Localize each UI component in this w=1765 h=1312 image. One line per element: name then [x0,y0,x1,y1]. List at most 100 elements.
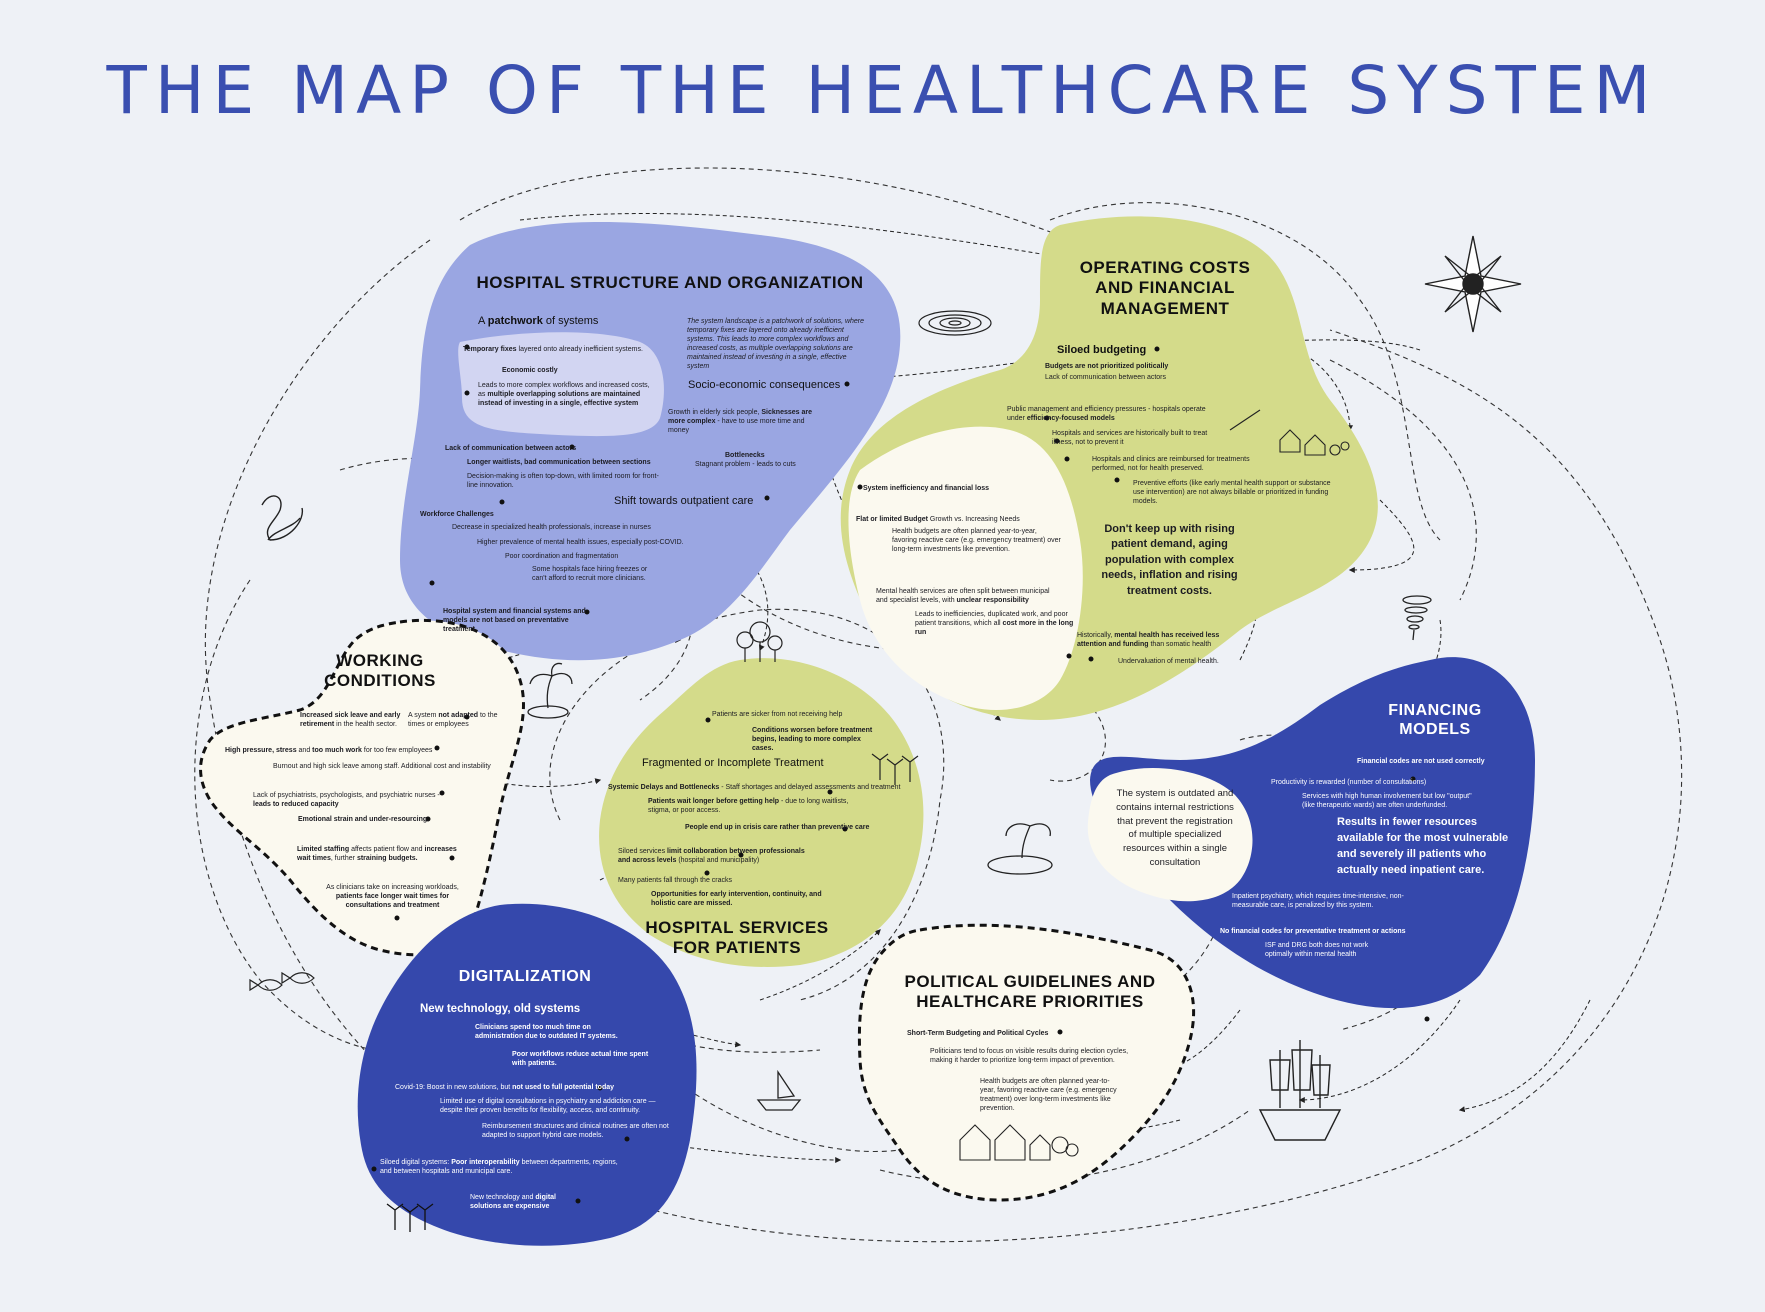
system-outdated: The system is outdated and contains inte… [1116,788,1234,868]
patchwork-heading: A patchwork of systems [478,314,678,328]
political-title: POLITICAL GUIDELINES AND HEALTHCARE PRIO… [904,972,1156,1012]
limited-staffing-e: straining budgets. [356,855,418,863]
no-financial-codes: No financial codes for preventative trea… [1220,928,1406,935]
patients-wait: Patients wait longer before getting help… [648,797,858,815]
historically-mental-b: mental health has received less attentio… [1077,632,1220,649]
leads-to-complex-b: multiple overlapping solutions are maint… [478,391,641,408]
not-adapted-b: not adapted [438,712,479,719]
region-working-conditions [199,618,525,957]
high-pressure: High pressure, stress and too much work … [225,746,445,755]
clinicians-admin: Clinicians spend too much time on admini… [475,1024,618,1041]
increasing-workloads-a: As clinicians take on increasing workloa… [326,884,459,891]
financial-codes: Financial codes are not used correctly [1357,758,1485,765]
growth-elderly-a: Growth in elderly sick people, [668,409,762,416]
patients-wait-b: - due to long waitlists, stigma, or poor… [648,798,849,815]
siloed-services-a: Siloed services [618,848,668,855]
digital-expensive-a: New technology and [470,1194,536,1201]
systemic-delays: Systemic Delays and Bottlenecks - Staff … [608,783,908,792]
patchwork-pre: A [478,315,488,327]
health-budgets-planned: Health budgets are often planned year-to… [980,1078,1117,1113]
historically-mental-a: Historically, [1077,632,1115,639]
poor-coordination: Poor coordination and fragmentation [505,553,619,560]
region-hospital-structure [400,221,901,661]
siloed-digital-c: between departments, regions, and betwee… [380,1159,618,1176]
whirlpool-icon [918,310,992,336]
poor-workflows: Poor workflows reduce actual time spent … [512,1051,649,1068]
reimbursed-treatments: Hospitals and clinics are reimbursed for… [1092,456,1250,473]
increasing-workloads-b: patients face longer wait times for cons… [335,893,450,910]
hiring-freezes: Some hospitals face hiring freezes or ca… [532,566,648,583]
palm-island-icon [987,823,1053,875]
bottlenecks-title: Bottlenecks [725,452,765,459]
lack-communication-actors: Lack of communication between actors [1045,374,1167,381]
lack-of-communication: Lack of communication between actors [445,445,577,452]
fewer-resources: Results in fewer resources available for… [1337,816,1509,876]
limited-digital: Limited use of digital consultations in … [440,1098,656,1115]
trees-icon [386,1203,434,1232]
region-financing-models [1087,657,1535,1009]
siloed-services: Siloed services limit collaboration betw… [618,847,808,865]
high-pressure-d: for too few employees [361,747,433,754]
trees-icon [736,621,919,785]
split-services-a: Mental health services are often split b… [876,588,1050,605]
covid-boost-a: Covid-19: Boost in new solutions, but [395,1084,513,1091]
increased-sick-leave-rest: in the health sector. [334,721,397,729]
reimbursement-structures: Reimbursement structures and clinical ro… [482,1123,669,1140]
covid-boost-b: not used to full potential today [512,1084,615,1091]
system-inefficiency: System inefficiency and financial loss [863,485,990,492]
shift-outpatient: Shift towards outpatient care [614,495,754,507]
not-adapted: A system not adapted to the times or emp… [408,711,498,729]
high-pressure-c: too much work [312,747,362,754]
map-title: THE MAP OF THE HEALTHCARE SYSTEM [106,52,1659,129]
digital-expensive-b: digital solutions are expensive [470,1194,557,1211]
region-hospital-services [599,658,924,967]
village-icon [959,409,1350,1161]
higher-prevalence: Higher prevalence of mental health issue… [477,539,684,546]
historically-mental-c: than somatic health [1148,641,1212,649]
budgets-planned: Health budgets are often planned year-to… [892,528,1061,554]
financing-models-title: FINANCING MODELS [1388,702,1482,739]
tornado-icon [1402,595,1432,641]
region-digitalization [357,903,697,1246]
historically-built: Hospitals and services are historically … [1052,430,1208,447]
decrease-specialists: Decrease in specialized health professio… [452,524,651,531]
palm-island-icon [527,662,573,719]
siloed-digital-a: Siloed digital systems: [380,1159,452,1166]
short-term-budgeting: Short-Term Budgeting and Political Cycle… [907,1030,1049,1037]
system-landscape-note: The system landscape is a patchwork of s… [687,318,865,371]
conditions-worsen: Conditions worsen before treatment begin… [752,727,873,753]
hospital-services-title: HOSPITAL SERVICES FOR PATIENTS [645,918,829,958]
ship-icon [1258,1040,1342,1141]
limited-staffing-b: affects patient flow and [349,846,425,853]
flat-budget-bold: Flat or limited Budget [856,516,928,523]
patchwork-bold: patchwork [487,315,543,327]
public-management-b: efficiency-focused models [1026,415,1115,423]
hospital-structure-title: HOSPITAL STRUCTURE AND ORGANIZATION [476,273,864,292]
growth-elderly: Growth in elderly sick people, Sicknesse… [668,408,818,435]
compass-rose-icon [1424,235,1522,333]
limited-staffing-d: , further [330,855,357,863]
temporary-fixes-rest: layered onto already inefficient systems… [516,346,643,353]
sailboat-icon [756,1069,802,1111]
inpatient-psychiatry: Inpatient psychiatry, which requires tim… [1232,893,1404,910]
dont-keep-up: Don't keep up with rising patient demand… [1101,523,1238,597]
siloed-budgeting: Siloed budgeting [1057,344,1147,356]
covid-boost: Covid-19: Boost in new solutions, but no… [395,1083,625,1092]
siloed-digital-b: Poor interoperability [451,1159,520,1166]
fall-through-cracks: Many patients fall through the cracks [618,877,733,884]
lack-psychiatrists-b: leads to reduced capacity [253,801,339,809]
opportunities-missed: Opportunities for early intervention, co… [651,891,822,908]
temporary-fixes-bold: Temporary fixes [463,346,517,353]
workforce-challenges: Workforce Challenges [420,511,494,518]
growth-elderly-c: - have to use more time and money [668,418,805,435]
temporary-fixes: Temporary fixes layered onto already ine… [463,345,663,354]
leads-to-complex: Leads to more complex workflows and incr… [478,381,656,408]
longer-waitlists: Longer waitlists, bad communication betw… [467,459,651,466]
lack-psychiatrists-a: Lack of psychiatrists, psychologists, an… [253,792,440,799]
undervaluation: Undervaluation of mental health. [1118,658,1219,665]
patchwork-post: of systems [542,315,599,327]
services-underfunded: Services with high human involvement but… [1302,793,1472,810]
limited-staffing: Limited staffing affects patient flow an… [297,845,457,863]
systemic-delays-a: Systemic Delays and Bottlenecks [608,784,720,791]
